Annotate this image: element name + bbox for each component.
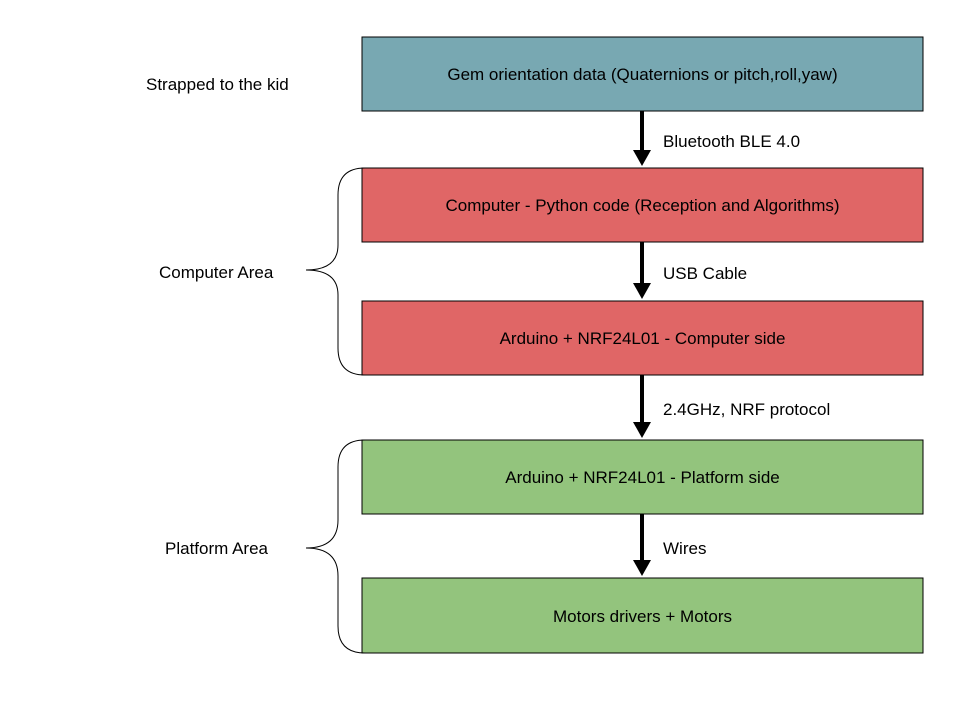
connection-label: Wires xyxy=(663,539,706,558)
box-arduino-platform-side: Arduino + NRF24L01 - Platform side xyxy=(361,439,924,515)
box-label: Computer - Python code (Reception and Al… xyxy=(445,196,839,215)
group-label-computer-area: Computer Area xyxy=(159,263,274,282)
box-label: Arduino + NRF24L01 - Platform side xyxy=(505,468,780,487)
computer-area-brace xyxy=(305,167,366,376)
arrowhead-icon xyxy=(633,150,651,166)
box-label: Gem orientation data (Quaternions or pit… xyxy=(447,65,837,84)
box-label: Motors drivers + Motors xyxy=(553,607,732,626)
arrowhead-icon xyxy=(633,422,651,438)
group-label-platform-area: Platform Area xyxy=(165,539,269,558)
box-arduino-computer-side: Arduino + NRF24L01 - Computer side xyxy=(361,300,924,376)
group-label-strapped: Strapped to the kid xyxy=(146,75,289,94)
box-label: Arduino + NRF24L01 - Computer side xyxy=(500,329,786,348)
platform-area-brace xyxy=(305,439,366,654)
connection-wires: Wires xyxy=(633,514,706,576)
connection-nrf: 2.4GHz, NRF protocol xyxy=(633,375,830,438)
connection-label: USB Cable xyxy=(663,264,747,283)
connection-bluetooth: Bluetooth BLE 4.0 xyxy=(633,111,800,166)
connection-label: Bluetooth BLE 4.0 xyxy=(663,132,800,151)
arrowhead-icon xyxy=(633,283,651,299)
box-computer-python: Computer - Python code (Reception and Al… xyxy=(361,167,924,243)
box-motors: Motors drivers + Motors xyxy=(361,577,924,654)
connection-label: 2.4GHz, NRF protocol xyxy=(663,400,830,419)
arrowhead-icon xyxy=(633,560,651,576)
box-gem-orientation: Gem orientation data (Quaternions or pit… xyxy=(361,36,924,112)
connection-usb: USB Cable xyxy=(633,242,747,299)
